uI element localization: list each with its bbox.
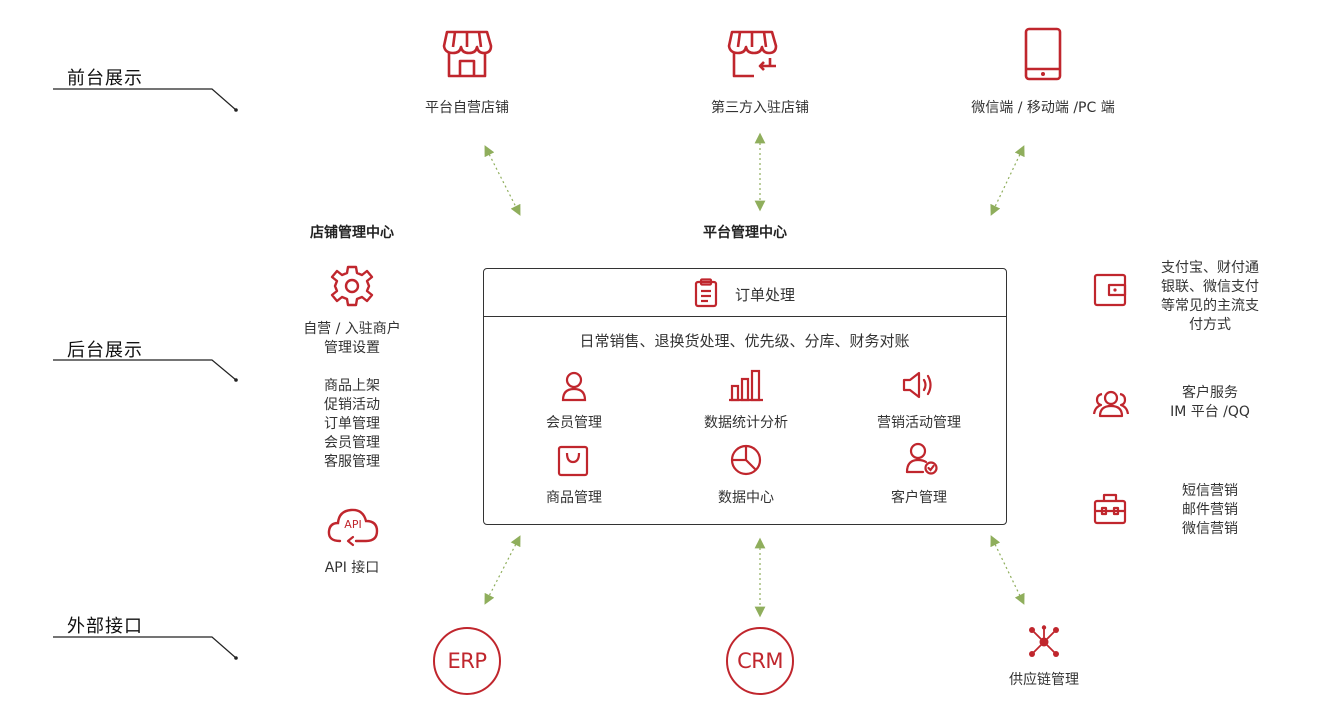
- module-product-management: 商品管理: [546, 490, 602, 506]
- crm-circle: CRM: [726, 627, 794, 695]
- marketing-line: 微信营销: [1182, 521, 1238, 537]
- store-function-item: 商品上架: [324, 378, 380, 394]
- row-label-external: 外部接口: [67, 616, 143, 637]
- row-label-front: 前台展示: [67, 68, 143, 89]
- network-icon: [1029, 625, 1059, 657]
- module-customer-management: 客户管理: [891, 490, 947, 506]
- clipboard-icon: [694, 278, 718, 308]
- payment-line: 付方式: [1189, 317, 1231, 333]
- store-center-title: 店铺管理中心: [310, 225, 394, 241]
- cloud-api-icon: API: [326, 505, 380, 547]
- payment-methods-text: 支付宝、财付通 银联、微信支付 等常见的主流支 付方式: [1145, 259, 1275, 335]
- bar-chart-icon: [729, 369, 763, 402]
- order-processing-desc: 日常销售、退换货处理、优先级、分库、财务对账: [579, 332, 910, 350]
- marketing-line: 短信营销: [1182, 483, 1238, 499]
- store-function-item: 客服管理: [324, 454, 380, 470]
- module-member-management: 会员管理: [546, 415, 602, 431]
- service-line: 客户服务: [1182, 385, 1238, 401]
- box-divider: [484, 316, 1006, 317]
- third-party-store-label: 第三方入驻店铺: [711, 100, 809, 116]
- service-line: IM 平台 /QQ: [1170, 404, 1250, 420]
- cloud-api-icon-text: API: [344, 518, 362, 531]
- platform-center-title: 平台管理中心: [703, 225, 787, 241]
- wallet-icon: [1093, 273, 1127, 307]
- module-data-center: 数据中心: [718, 490, 774, 506]
- storefront-exchange-icon: [727, 30, 778, 78]
- storefront-icon: [442, 30, 493, 78]
- store-settings-text: 自营 / 入驻商户 管理设置: [282, 320, 422, 358]
- module-data-analytics: 数据统计分析: [704, 415, 788, 431]
- arrow-self-store: [484, 145, 521, 216]
- row-label-back: 后台展示: [67, 340, 143, 361]
- gear-icon: [330, 265, 374, 307]
- marketing-line: 邮件营销: [1182, 502, 1238, 518]
- users-icon: [1092, 390, 1130, 418]
- store-settings-line: 管理设置: [324, 340, 380, 356]
- payment-line: 银联、微信支付: [1161, 279, 1259, 295]
- arrow-supply: [990, 535, 1025, 605]
- payment-line: 等常见的主流支: [1161, 298, 1259, 314]
- user-check-icon: [905, 442, 938, 475]
- toolbox-icon: [1093, 493, 1127, 525]
- payment-line: 支付宝、财付通: [1161, 260, 1259, 276]
- user-icon: [561, 371, 587, 402]
- shopping-bag-icon: [557, 445, 589, 477]
- arrow-erp: [484, 535, 521, 605]
- store-function-item: 订单管理: [324, 416, 380, 432]
- module-marketing-management: 营销活动管理: [877, 415, 961, 431]
- store-settings-line: 自营 / 入驻商户: [303, 321, 401, 337]
- platform-center-box: 订单处理 日常销售、退换货处理、优先级、分库、财务对账 会员管理 数据统计分析 …: [483, 268, 1007, 525]
- store-function-item: 会员管理: [324, 435, 380, 451]
- store-function-item: 促销活动: [324, 397, 380, 413]
- self-store-label: 平台自营店铺: [425, 100, 509, 116]
- supply-chain-label: 供应链管理: [1009, 672, 1079, 688]
- api-interface-label: API 接口: [324, 560, 380, 576]
- devices-label: 微信端 / 移动端 /PC 端: [971, 100, 1115, 116]
- arrow-devices: [990, 145, 1025, 216]
- tablet-icon: [1024, 27, 1062, 81]
- speaker-icon: [902, 371, 932, 399]
- pie-chart-icon: [730, 444, 762, 476]
- marketing-channels-text: 短信营销 邮件营销 微信营销: [1145, 482, 1275, 539]
- order-processing-title: 订单处理: [735, 286, 796, 304]
- erp-circle: ERP: [433, 627, 501, 695]
- store-functions-list: 商品上架 促销活动 订单管理 会员管理 客服管理: [292, 377, 412, 472]
- customer-service-text: 客户服务 IM 平台 /QQ: [1145, 384, 1275, 422]
